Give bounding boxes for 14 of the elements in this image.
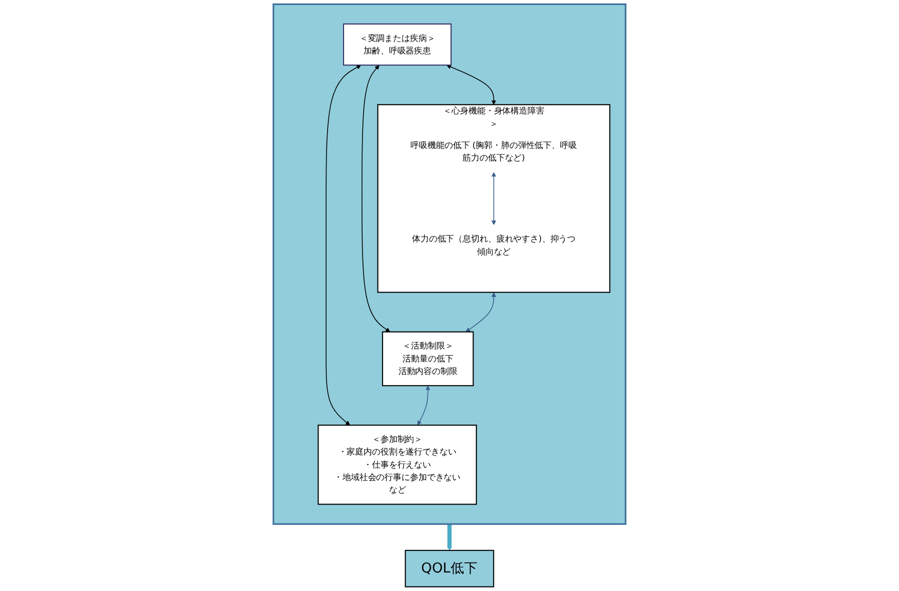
node-text: 呼吸機能の低下 (胸郭・肺の弾性低下、呼吸筋力の低下など) bbox=[410, 140, 577, 163]
node-box: ＜活動制限＞ 活動量の低下 活動内容の制限 bbox=[382, 331, 474, 386]
arrow bbox=[447, 524, 452, 551]
node-text: 体力の低下（息切れ、疲れやすさ)、抑うつ傾向など bbox=[412, 234, 576, 256]
arrow bbox=[466, 292, 496, 332]
cluster bbox=[272, 3, 626, 525]
arrow bbox=[417, 386, 430, 426]
arrow bbox=[491, 172, 496, 226]
node-box: QOL低下 bbox=[404, 550, 494, 588]
node-box: ＜参加制約＞ ・家庭内の役割を遂行できない ・仕事を行えない ・地域社会の行事に参加できない など bbox=[318, 424, 477, 505]
node-box: ＜変調または疾病＞ 加齢、呼吸器疾患 bbox=[343, 23, 452, 66]
arrow bbox=[326, 65, 362, 426]
arrow bbox=[446, 64, 496, 105]
arrow bbox=[362, 65, 390, 332]
